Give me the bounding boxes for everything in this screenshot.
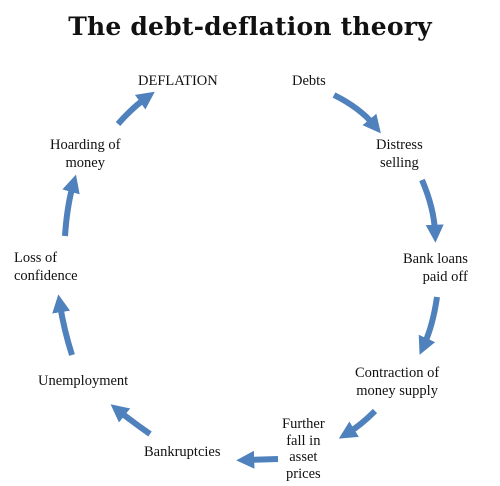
- arrow-hoarding-to-deflation: [115, 91, 155, 126]
- arrow-bankruptcies-to-unemployment: [110, 404, 152, 437]
- node-further-fall: Further fall in asset prices: [282, 416, 325, 482]
- arrow-confidence-to-hoarding: [62, 174, 80, 237]
- node-debts: Debts: [292, 73, 326, 89]
- arrow-bank-to-contraction: [418, 296, 440, 355]
- diagram-title: The debt-deflation theory: [68, 12, 432, 41]
- arrow-unemployment-to-confidence: [52, 294, 75, 356]
- node-bank-loans: Bank loans paid off: [403, 251, 468, 285]
- node-deflation: DEFLATION: [138, 73, 218, 89]
- arrow-contraction-to-fall: [338, 408, 378, 439]
- arrow-debts-to-distress: [332, 92, 381, 134]
- node-loss-of-confidence: Loss of confidence: [14, 250, 78, 284]
- node-unemployment: Unemployment: [38, 373, 129, 389]
- node-distress-selling: Distress selling: [376, 137, 423, 171]
- node-contraction: Contraction of money supply: [355, 365, 440, 399]
- node-bankruptcies: Bankruptcies: [144, 444, 221, 460]
- arrow-fall-to-bankruptcies: [236, 450, 279, 469]
- arrow-distress-to-bank: [419, 178, 444, 243]
- node-hoarding: Hoarding of money: [50, 137, 121, 171]
